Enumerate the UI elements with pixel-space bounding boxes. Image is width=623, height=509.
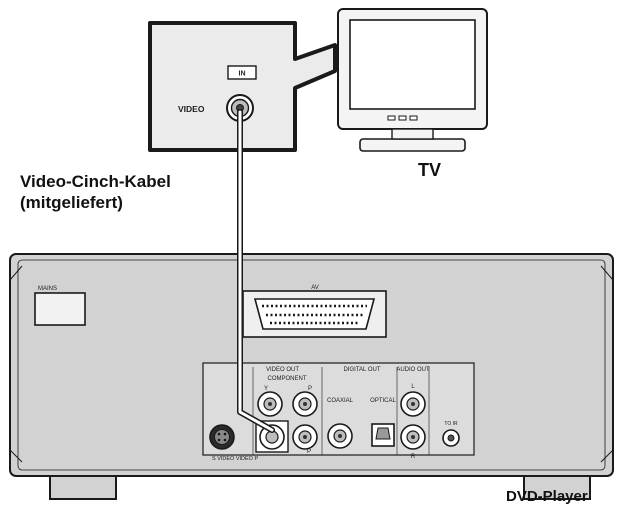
s-video-jack [209,424,235,450]
video-cable [237,109,275,433]
in-label: IN [239,71,246,78]
av-scart-connector [242,290,387,338]
digital-out-label: DIGITAL OUT [343,367,380,373]
extra-jack-label: TO IR [444,421,458,427]
video-out-label: VIDEO OUT [266,367,299,373]
coaxial-label: COAXIAL [327,398,354,404]
tv-buttons [387,115,418,121]
component-pb-jack [292,391,318,417]
av-label: AV [311,285,319,291]
tv-label: TV [418,160,442,180]
audio-r-jack [400,424,426,450]
video-out-jack [255,420,289,453]
pr-label: P [307,449,311,455]
tv [337,8,488,152]
mains-label: MAINS [38,286,57,292]
audio-r-label: R [411,454,416,460]
player-foot-right [523,475,591,500]
in-box [227,65,257,80]
pb-label: P [308,386,312,392]
cable-label-line1: Video-Cinch-Kabel [20,172,171,191]
coaxial-jack [327,423,353,449]
extra-jack [442,429,460,447]
mains-socket [34,292,86,326]
cable-label-line2: (mitgeliefert) [20,193,123,212]
optical-jack [371,423,395,447]
player-foot-left [49,475,117,500]
audio-l-jack [400,391,426,417]
audio-l-label: L [411,384,415,390]
video-input-label: VIDEO [178,104,205,114]
player-label: DVD-Player [506,488,588,505]
audio-out-label: AUDIO OUT [396,367,430,373]
y-label: Y [264,386,268,392]
component-label: COMPONENT [268,376,307,382]
component-pr-jack [292,424,318,450]
dvd-player: MAINS AV VIDEO OUT COMPONENT DIGITAL OUT… [9,253,614,500]
s-video-label: S VIDEO VIDEO P [212,456,258,462]
tv-input-panel: IN VIDEO [148,21,337,152]
optical-label: OPTICAL [370,398,396,404]
component-y-jack [257,391,283,417]
